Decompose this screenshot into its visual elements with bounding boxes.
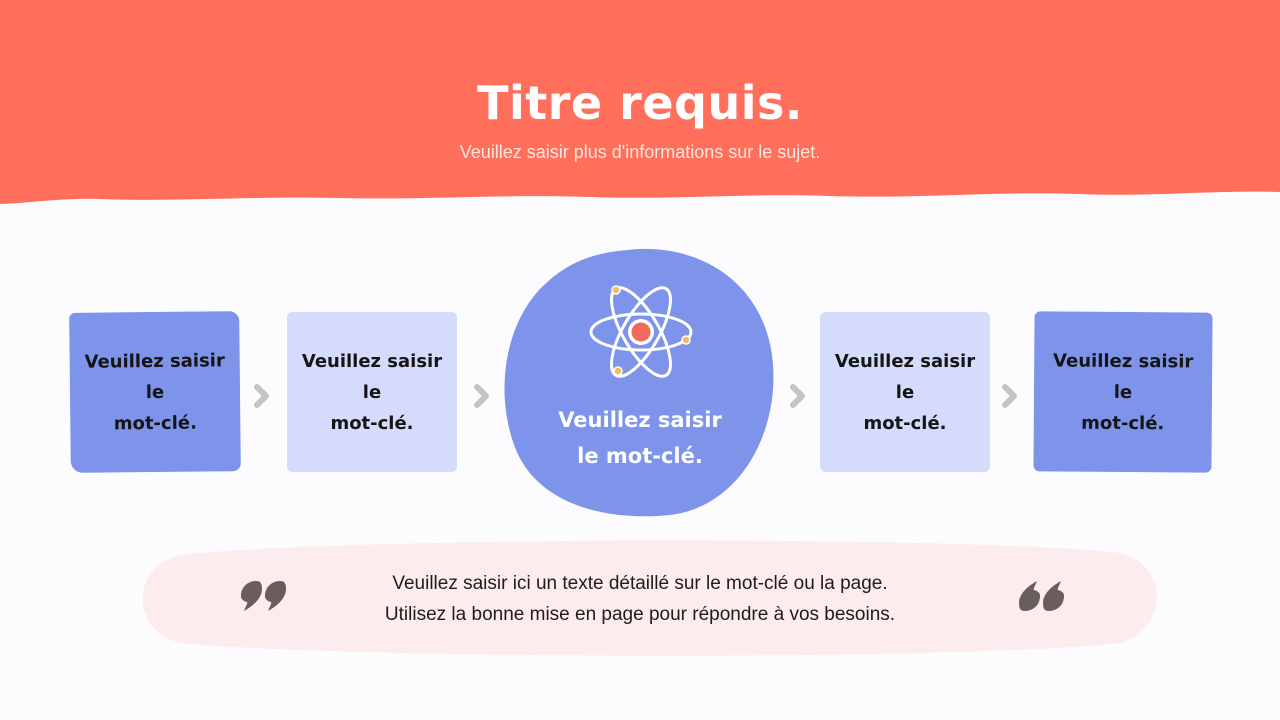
center-blob xyxy=(504,248,774,517)
keyword-card-2: Veuillez saisir le mot-clé. xyxy=(287,312,457,472)
page-subtitle: Veuillez saisir plus d'informations sur … xyxy=(459,142,821,162)
chevron-right-icon xyxy=(790,384,805,408)
center-keyword: Veuillez saisir le mot-clé. xyxy=(558,408,722,468)
quote-text: Veuillez saisir ici un texte détaillé su… xyxy=(384,573,896,625)
keyword-card-3: Veuillez saisir le mot-clé. xyxy=(820,312,990,472)
keyword-card-1: Veuillez saisir le mot-clé. xyxy=(69,311,241,473)
chevron-right-icon xyxy=(254,384,269,408)
open-quote-icon xyxy=(241,581,286,611)
chevron-right-icon xyxy=(474,384,489,408)
close-quote-icon xyxy=(1019,581,1064,611)
header-banner xyxy=(0,0,1280,204)
page-title: Titre requis. xyxy=(477,76,803,130)
keyword-card-4: Veuillez saisir le mot-clé. xyxy=(1033,311,1213,473)
quote-background xyxy=(142,540,1157,656)
chevron-right-icon xyxy=(1002,384,1017,408)
atom-icon xyxy=(589,285,693,378)
